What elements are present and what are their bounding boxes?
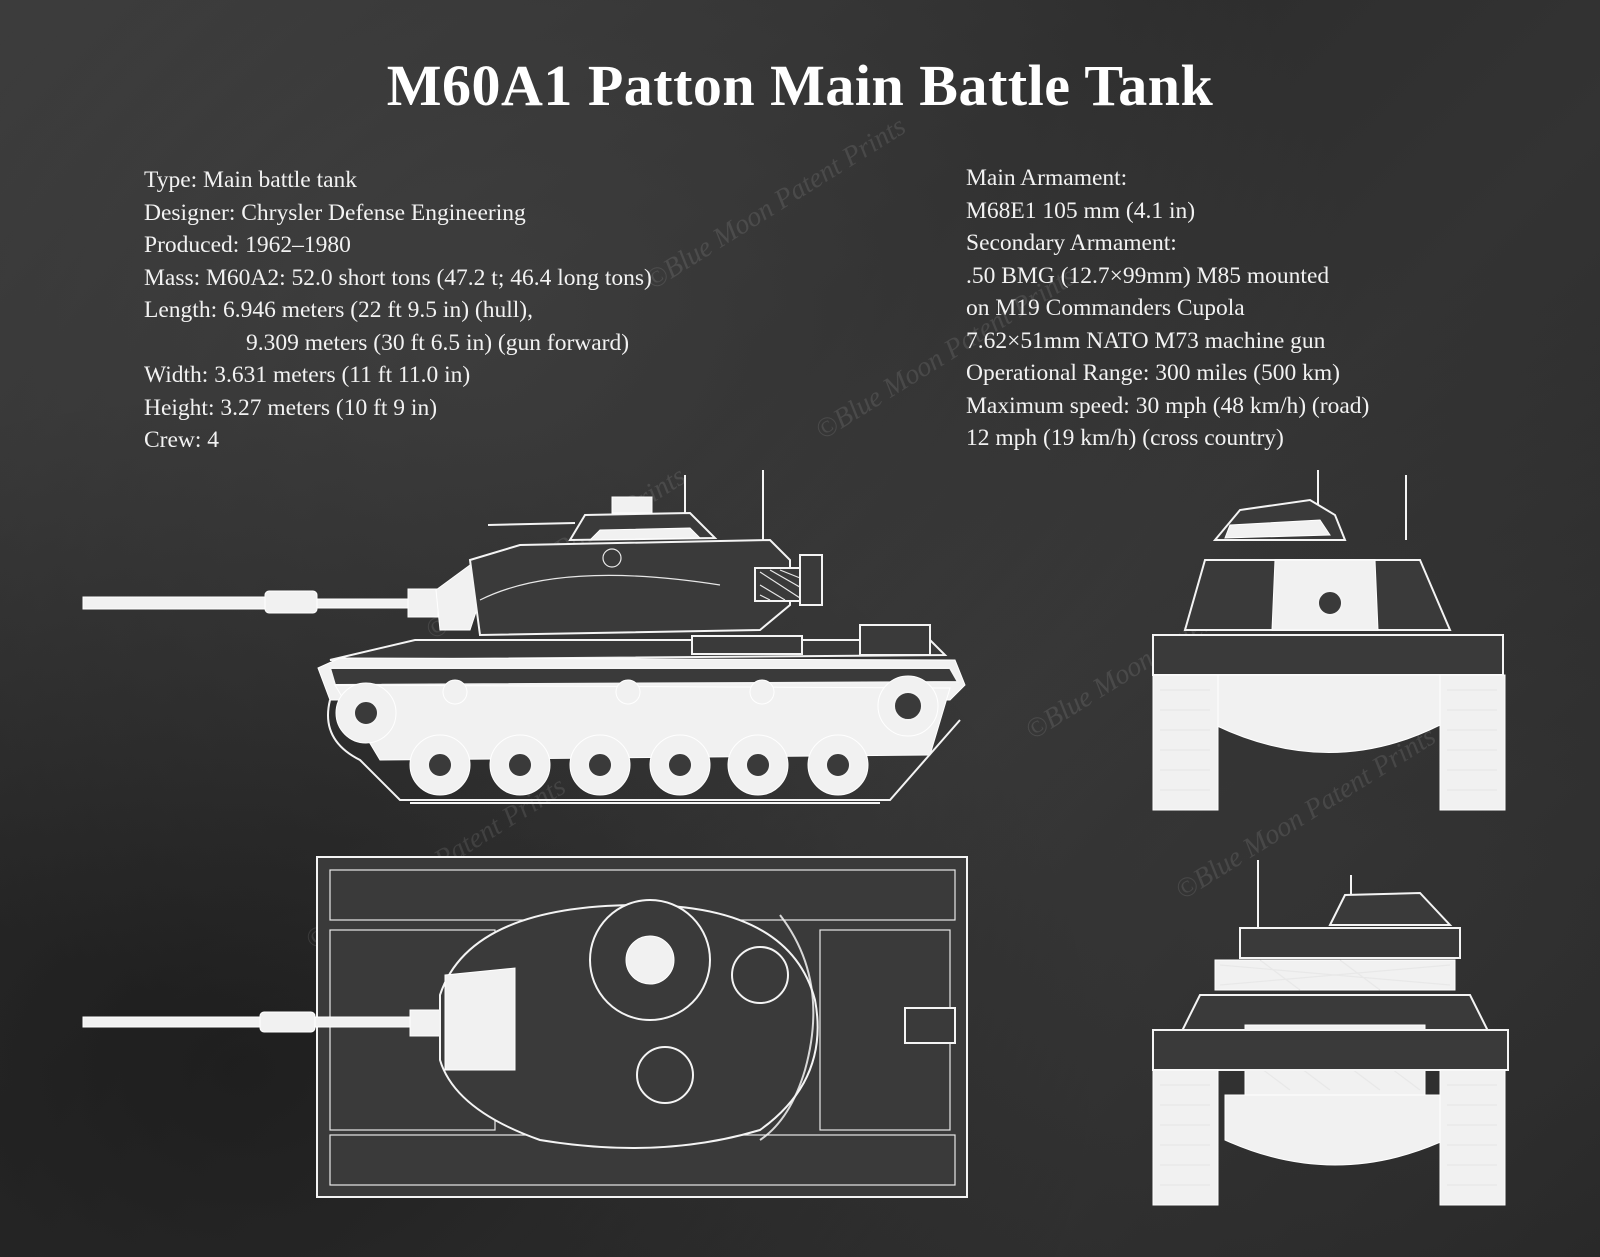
spec-main-armament: M68E1 105 mm (4.1 in) xyxy=(966,197,1196,224)
specs-left: Type: Main battle tank Designer: Chrysle… xyxy=(144,164,652,457)
spec-width: Width: 3.631 meters (11 ft 11.0 in) xyxy=(144,362,471,388)
spec-secondary-armament-3: 7.62×51mm NATO M73 machine gun xyxy=(966,327,1326,354)
spec-designer: Designer: Chrysler Defense Engineering xyxy=(144,199,526,226)
spec-crew: Crew: 4 xyxy=(144,427,220,453)
spec-main-armament-label: Main Armament: xyxy=(966,165,1128,191)
spec-max-speed-cross-country: 12 mph (19 km/h) (cross country) xyxy=(966,425,1284,451)
road-wheels xyxy=(409,734,869,796)
spec-secondary-armament-label: Secondary Armament: xyxy=(966,230,1177,256)
spec-length-gun-forward: 9.309 meters (30 ft 6.5 in) (gun forward… xyxy=(246,329,630,356)
spec-operational-range: Operational Range: 300 miles (500 km) xyxy=(966,360,1340,386)
spec-secondary-armament-1: .50 BMG (12.7×99mm) M85 mounted xyxy=(966,262,1330,289)
spec-produced: Produced: 1962–1980 xyxy=(144,232,351,258)
spec-type: Type: Main battle tank xyxy=(144,167,358,193)
spec-secondary-armament-2: on M19 Commanders Cupola xyxy=(966,295,1245,321)
spec-mass: Mass: M60A2: 52.0 short tons (47.2 t; 46… xyxy=(144,264,652,291)
specs-right: Main Armament: M68E1 105 mm (4.1 in) Sec… xyxy=(966,162,1369,455)
poster-title: M60A1 Patton Main Battle Tank xyxy=(386,53,1214,118)
spec-max-speed-road: Maximum speed: 30 mph (48 km/h) (road) xyxy=(966,392,1370,419)
spec-length: Length: 6.946 meters (22 ft 9.5 in) (hul… xyxy=(144,297,533,323)
spec-height: Height: 3.27 meters (10 ft 9 in) xyxy=(144,394,438,421)
